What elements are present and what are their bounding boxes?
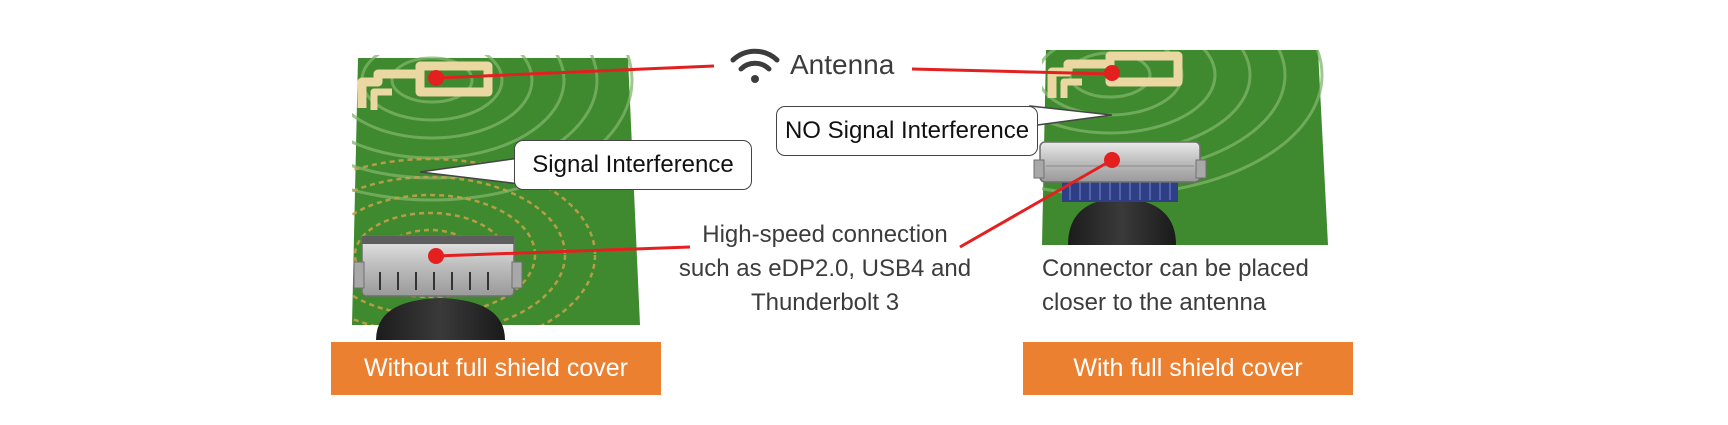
wifi-icon bbox=[730, 48, 780, 83]
center-text-line1: High-speed connection bbox=[702, 221, 948, 248]
right-connector bbox=[1033, 141, 1207, 245]
left-pcb-board bbox=[352, 55, 640, 340]
signal-interference-callout: Signal Interference bbox=[514, 140, 752, 190]
pointer-dots bbox=[428, 65, 1120, 264]
right-caption: Connector can be placed closer to the an… bbox=[1042, 252, 1309, 320]
left-antenna bbox=[357, 61, 493, 110]
with-shield-banner: With full shield cover bbox=[1023, 342, 1353, 395]
without-shield-banner: Without full shield cover bbox=[331, 342, 661, 395]
right-caption-line2: closer to the antenna bbox=[1042, 289, 1267, 316]
left-connector bbox=[353, 235, 523, 340]
no-signal-interference-callout: NO Signal Interference bbox=[776, 106, 1038, 156]
pointer-lines bbox=[435, 64, 1113, 258]
left-antenna-waves bbox=[352, 55, 634, 325]
right-caption-line1: Connector can be placed bbox=[1042, 255, 1309, 282]
right-pcb-board bbox=[1033, 50, 1328, 245]
center-text-line2: such as eDP2.0, USB4 and bbox=[678, 255, 972, 282]
high-speed-connection-text: High-speed connection such as eDP2.0, US… bbox=[675, 218, 975, 320]
antenna-label: Antenna bbox=[790, 49, 895, 80]
center-text-line3: Thunderbolt 3 bbox=[750, 289, 900, 316]
